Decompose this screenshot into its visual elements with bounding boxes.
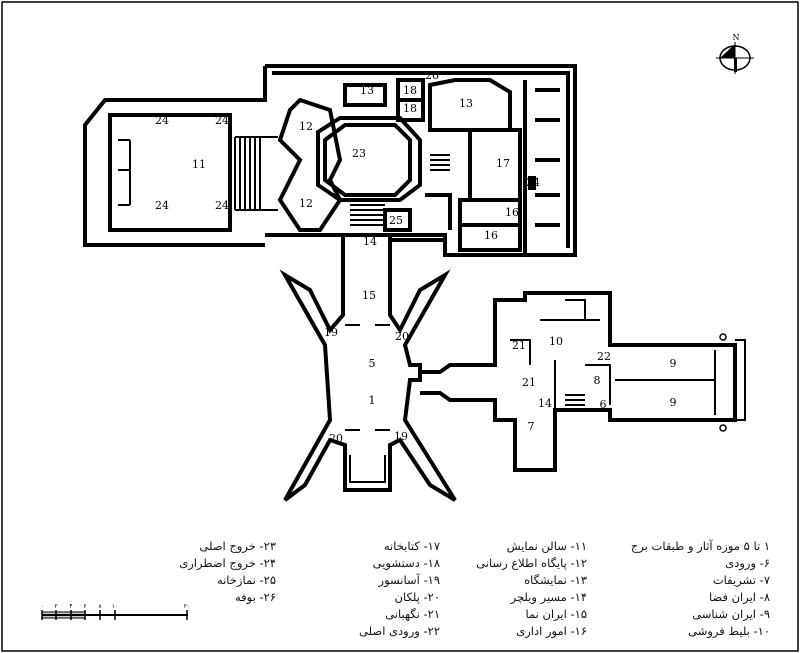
scale-tick: ۲ — [54, 603, 57, 610]
room-label: 24 — [155, 199, 169, 212]
legend-item: ۹- ایران شناسی — [692, 607, 770, 621]
scale-bar: ۰ ۲ ۴ ۶ ۸ ۱۰ ۲۰ — [40, 603, 190, 620]
room-label: 25 — [389, 214, 403, 227]
scale-tick: ۶ — [83, 603, 86, 610]
room-label: 18 — [403, 102, 417, 115]
room-label: 13 — [360, 84, 374, 97]
room-label: 15 — [362, 289, 376, 302]
room-label: 24 — [155, 114, 169, 127]
room-label: 13 — [459, 97, 473, 110]
room-label: 19 — [324, 326, 338, 339]
room-label: 14 — [363, 235, 377, 248]
room-label: 26 — [425, 69, 439, 82]
legend-item: ۲۱- نگهبانی — [385, 607, 440, 621]
legend-item: ۲۳- خروج اصلی — [199, 539, 276, 553]
room-label: 24 — [215, 114, 229, 127]
room-label: 5 — [369, 357, 376, 370]
room-label: 19 — [394, 430, 408, 443]
room-label: 16 — [484, 229, 498, 242]
legend-column-4: ۲۳- خروج اصلی ۲۴- خروج اضطراری ۲۵- نمازخ… — [179, 538, 276, 606]
room-label: 24 — [526, 176, 540, 189]
room-label: 12 — [299, 120, 313, 133]
scale-tick: ۸ — [98, 603, 102, 610]
room-labels: 1 5 19 20 20 19 14 15 11 12 12 23 13 13 … — [155, 69, 677, 445]
legend-item: ۷- تشریفات — [712, 573, 770, 587]
legend-item: ۱۶- امور اداری — [516, 624, 587, 638]
room-label: 10 — [549, 335, 563, 348]
room-label: 23 — [352, 147, 366, 160]
legend-item: ۲۵- نمازخانه — [216, 573, 276, 587]
legend-item: ۲۰- پلکان — [394, 590, 440, 604]
scale-tick: ۴ — [69, 603, 72, 610]
legend-column-2: ۱۱- سالن نمایش ۱۲- پایگاه اطلاع رسانی ۱۳… — [476, 538, 587, 640]
legend-item: ۱۷- کتابخانه — [383, 539, 440, 553]
scale-tick: ۲۰ — [184, 603, 190, 610]
legend-item: ۱۸- دستشویی — [372, 556, 440, 570]
legend-item: ۲۶- بوفه — [235, 590, 276, 604]
legend-item: ۱۳- نمایشگاه — [524, 573, 587, 587]
north-label: N — [733, 33, 740, 42]
north-arrow-icon: N — [716, 33, 754, 74]
legend-item: ۱۴- مسیر ویلچر — [510, 590, 587, 604]
east-wing — [420, 291, 746, 472]
room-label: 20 — [395, 330, 409, 343]
legend-item: ۱ تا ۵ موزه آثار و طبقات برج — [630, 539, 770, 553]
central-tower — [279, 235, 457, 502]
room-label: 11 — [192, 158, 206, 171]
room-label: 24 — [215, 199, 229, 212]
legend-item: ۶- ورودی — [725, 556, 770, 570]
room-label: 21 — [522, 376, 536, 389]
legend-item: ۱۱- سالن نمایش — [506, 539, 587, 553]
room-label: 17 — [496, 157, 510, 170]
room-label: 12 — [299, 197, 313, 210]
legend-item: ۲۴- خروج اضطراری — [179, 556, 276, 570]
room-label: 9 — [670, 396, 677, 409]
room-label: 20 — [329, 432, 343, 445]
room-label: 1 — [369, 394, 376, 407]
legend-item: ۸- ایران فضا — [708, 590, 770, 604]
room-label: 8 — [594, 374, 601, 387]
legend-column-3: ۱۷- کتابخانه ۱۸- دستشویی ۱۹- آسانسور ۲۰-… — [359, 538, 440, 640]
legend-item: ۱۵- ایران نما — [525, 607, 587, 621]
room-label: 14 — [538, 397, 552, 410]
north-wing — [83, 64, 577, 257]
room-label: 9 — [670, 357, 677, 370]
room-label: 6 — [600, 398, 607, 411]
room-label: 7 — [528, 420, 535, 433]
room-label: 18 — [403, 84, 417, 97]
room-label: 21 — [512, 339, 526, 352]
legend-item: ۱۲- پایگاه اطلاع رسانی — [476, 556, 587, 570]
legend-column-1: ۱ تا ۵ موزه آثار و طبقات برج ۶- ورودی ۷-… — [631, 538, 770, 640]
scale-tick: ۰ — [40, 603, 43, 610]
room-label: 16 — [505, 206, 519, 219]
legend-item: ۱۰- بلیط فروشی — [688, 624, 770, 638]
legend-item: ۱۹- آسانسور — [378, 573, 440, 587]
scale-tick: ۱۰ — [112, 603, 118, 610]
legend-item: ۲۲- ورودی اصلی — [359, 624, 440, 638]
room-label: 22 — [597, 350, 611, 363]
